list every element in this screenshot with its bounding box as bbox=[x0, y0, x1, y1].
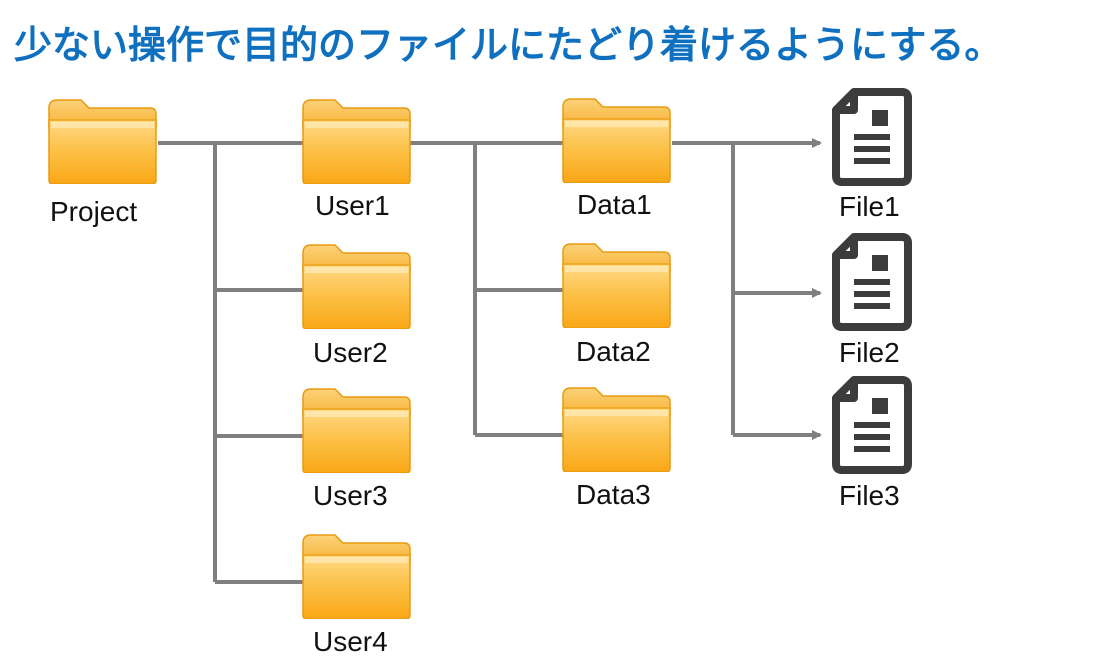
document-icon bbox=[836, 380, 908, 470]
connectors-project-users bbox=[158, 141, 303, 584]
user3-folder[interactable]: User3 bbox=[302, 388, 411, 511]
connectors-data-files bbox=[672, 138, 822, 440]
page-title: 少ない操作で目的のファイルにたどり着けるようにする。 bbox=[14, 23, 1003, 67]
data3-folder[interactable]: Data3 bbox=[562, 387, 671, 510]
file1-label: File1 bbox=[839, 191, 900, 222]
data2-folder[interactable]: Data2 bbox=[562, 243, 671, 367]
project-label: Project bbox=[50, 196, 137, 227]
user4-folder[interactable]: User4 bbox=[302, 534, 411, 657]
folder-icon bbox=[562, 243, 671, 328]
document-icon bbox=[836, 92, 908, 182]
folder-icon bbox=[562, 387, 671, 472]
file3-document[interactable]: File3 bbox=[836, 380, 908, 511]
connectors-user-data bbox=[410, 141, 563, 437]
folder-icon bbox=[302, 534, 411, 619]
user4-label: User4 bbox=[313, 626, 388, 657]
folder-icon bbox=[302, 388, 411, 473]
file3-label: File3 bbox=[839, 480, 900, 511]
user3-label: User3 bbox=[313, 480, 388, 511]
data1-label: Data1 bbox=[577, 189, 652, 220]
folder-icon bbox=[302, 99, 411, 184]
user1-label: User1 bbox=[315, 190, 390, 221]
data1-folder[interactable]: Data1 bbox=[562, 98, 671, 220]
file2-document[interactable]: File2 bbox=[836, 237, 908, 368]
data3-label: Data3 bbox=[576, 479, 651, 510]
file1-document[interactable]: File1 bbox=[836, 92, 908, 222]
folder-icon bbox=[302, 244, 411, 329]
folder-icon bbox=[48, 99, 157, 184]
folder-icon bbox=[562, 98, 671, 183]
user1-folder[interactable]: User1 bbox=[302, 99, 411, 221]
file2-label: File2 bbox=[839, 337, 900, 368]
data2-label: Data2 bbox=[576, 336, 651, 367]
user2-folder[interactable]: User2 bbox=[302, 244, 411, 368]
document-icon bbox=[836, 237, 908, 327]
project-folder[interactable]: Project bbox=[48, 99, 157, 227]
user2-label: User2 bbox=[313, 337, 388, 368]
